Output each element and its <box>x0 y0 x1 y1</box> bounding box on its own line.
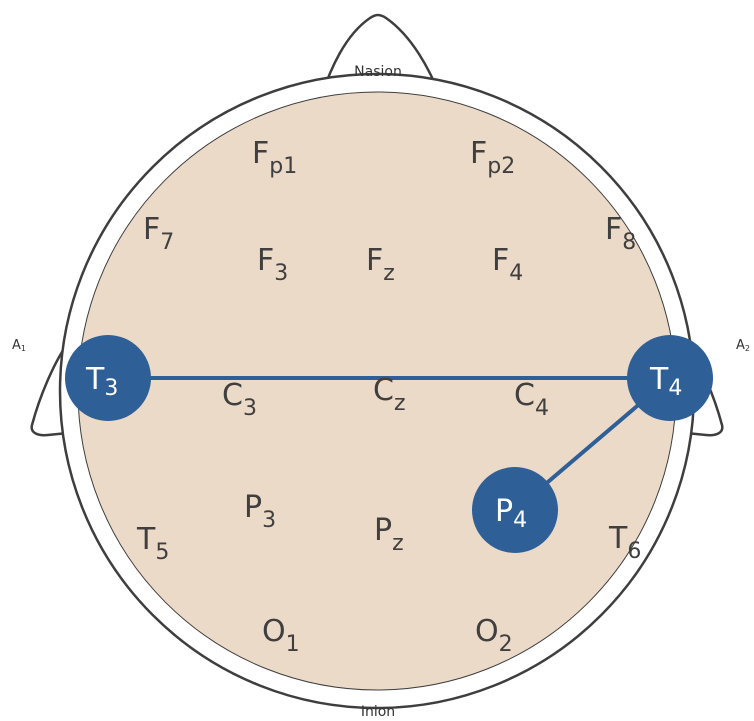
ear-right-sub: 2 <box>745 344 750 353</box>
electrode-c3: C3 <box>222 378 257 421</box>
electrode-fp2: Fp2 <box>470 136 515 179</box>
ear-left-sub: 1 <box>21 344 26 353</box>
ear-right-label: A2 <box>736 338 750 353</box>
ear-left-main: A <box>12 338 21 353</box>
electrode-o2: O2 <box>475 614 513 657</box>
ear-left-label: A1 <box>12 338 26 353</box>
electrode-f4: F4 <box>492 243 523 286</box>
electrode-c4: C4 <box>514 378 549 421</box>
electrode-pz: Pz <box>374 513 404 556</box>
electrode-t6: T6 <box>608 521 641 564</box>
nasion-label: Nasion <box>354 64 402 80</box>
electrode-p3: P3 <box>244 490 276 533</box>
inion-label: Inion <box>361 704 395 720</box>
electrode-p4-disc <box>472 467 558 553</box>
electrode-t4-disc <box>627 335 713 421</box>
electrode-cz: Cz <box>373 373 406 416</box>
electrode-o1: O1 <box>262 614 300 657</box>
electrode-f8: F8 <box>605 212 636 255</box>
electrode-f3: F3 <box>257 243 288 286</box>
electrode-fz: Fz <box>366 243 395 286</box>
electrode-t5: T5 <box>136 522 169 565</box>
electrode-t4: T4 <box>649 362 682 401</box>
electrode-p4: P4 <box>495 494 527 533</box>
electrode-f7: F7 <box>143 212 174 255</box>
electrode-t3-disc <box>65 335 151 421</box>
electrode-fp1: Fp1 <box>252 136 297 179</box>
ear-right-main: A <box>736 338 745 353</box>
electrode-t3: T3 <box>85 362 118 401</box>
